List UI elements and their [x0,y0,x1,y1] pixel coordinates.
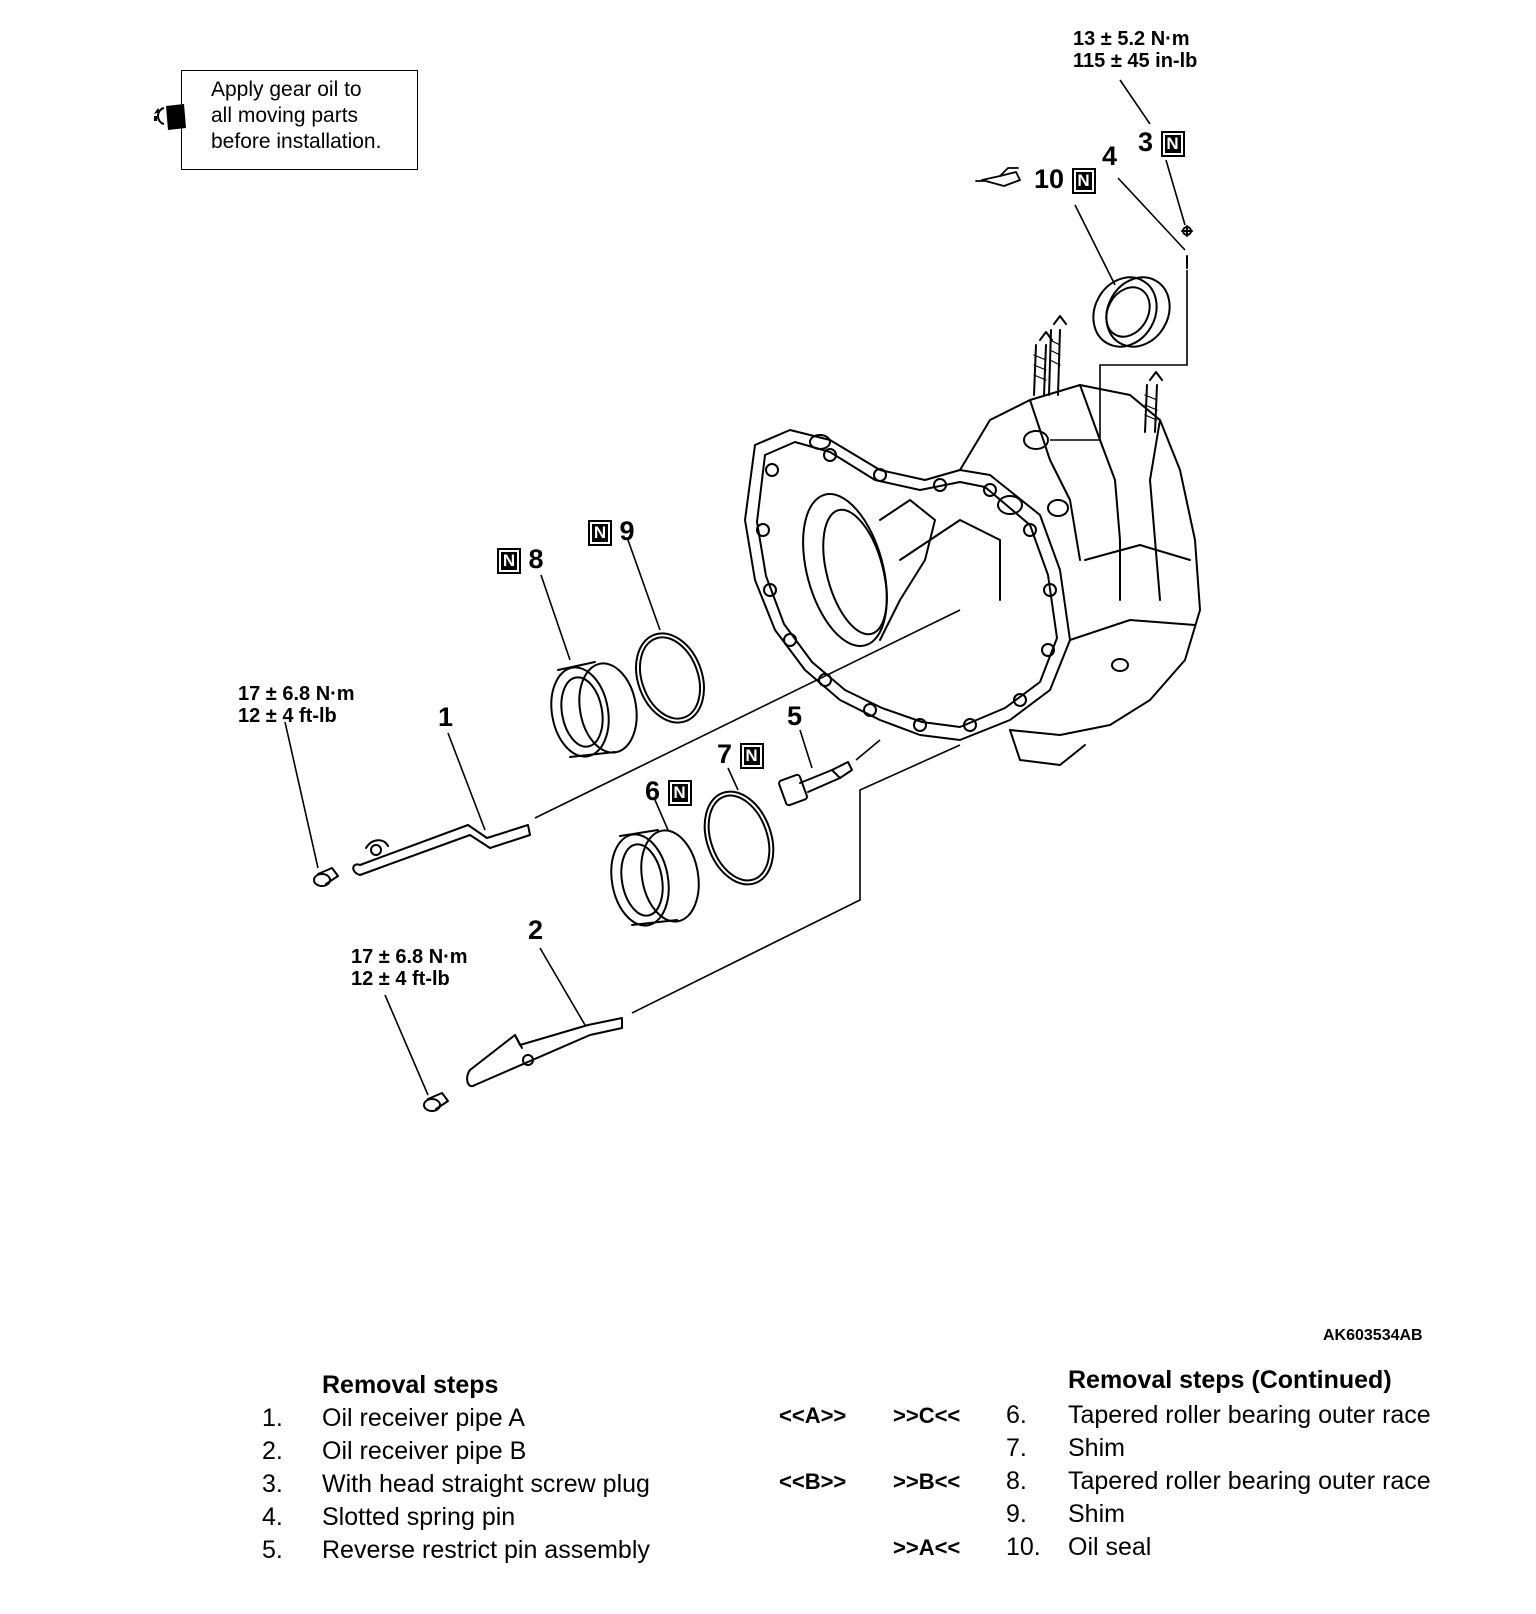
callout-5-number: 5 [787,701,803,731]
removal-steps-continued-title: Removal steps (Continued) [1068,1366,1392,1394]
new-part-icon: N [667,779,692,806]
step-number: 7. [1006,1434,1027,1462]
leader-9 [627,539,661,631]
note-line-1: Apply gear oil to [211,78,362,101]
torque-pipe-a-nm: 17 ± 6.8 N·m [238,683,355,705]
step-label: Slotted spring pin [322,1503,516,1531]
torque-pipe-b-imperial: 12 ± 4 ft-lb [351,968,450,990]
leader-3 [1165,159,1186,226]
torque-spec-pipe-a: 17 ± 6.8 N·m 12 ± 4 ft-lb [238,683,355,727]
removal-steps-title: Removal steps [322,1371,499,1399]
callout-10-number: 10 [1034,164,1065,194]
torque-top-nm: 13 ± 5.2 N·m [1073,28,1190,50]
step-number: 10. [1006,1533,1041,1561]
install-mark: >>C<< [893,1403,961,1428]
grease-icon-10 [975,167,1021,187]
leader-10 [1074,204,1116,286]
step-number: 8. [1006,1467,1027,1495]
leader-6 [654,799,669,831]
callout-1-number: 1 [438,702,454,732]
step-label: Oil seal [1068,1533,1152,1561]
new-part-icon: N [1160,130,1185,157]
step-label: Oil receiver pipe A [322,1404,525,1432]
new-part-icon: N [1071,167,1096,194]
callout-2: 2 [528,916,543,944]
step-label: Tapered roller bearing outer race [1068,1467,1431,1495]
step-label: Tapered roller bearing outer race [1068,1401,1431,1429]
leader-8 [540,574,571,661]
screw-plug-part [1181,225,1193,237]
new-part-icon: N [739,742,764,769]
shim-9-part [635,632,705,724]
step-number: 5. [262,1536,283,1564]
note-text: Apply gear oil to all moving parts befor… [211,77,381,155]
note-line-3: before installation. [211,130,382,153]
install-mark: >>A<< [893,1535,961,1560]
callout-7: 7 N [717,740,764,769]
leader-7 [727,767,739,791]
bearing-race-8-part [550,661,638,758]
callout-9-number: 9 [619,516,635,546]
oil-seal-part [1092,276,1171,348]
oil-receiver-pipe-a-part [352,824,531,876]
note-line-2: all moving parts [211,104,359,127]
bolt-pipe-a-part [313,867,339,887]
callout-10: 10 N [1034,165,1096,194]
callout-8: N 8 [497,545,544,574]
bolt-pipe-b-part [423,1092,449,1112]
step-number: 3. [262,1470,283,1498]
torque-spec-top: 13 ± 5.2 N·m 115 ± 45 in-lb [1073,28,1197,72]
step-label: Oil receiver pipe B [322,1437,527,1465]
leader-5-case [855,739,881,761]
torque-pipe-a-imperial: 12 ± 4 ft-lb [238,705,337,727]
callout-6-number: 6 [645,776,661,806]
torque-pipe-b-nm: 17 ± 6.8 N·m [351,946,468,968]
step-number: 1. [262,1404,283,1432]
new-part-icon: N [497,547,521,574]
leader-2 [539,947,586,1026]
leader-pipe-b-axis [631,744,961,1014]
callout-4: 4 [1102,142,1117,170]
leader-top-torque [1119,79,1151,125]
step-number: 9. [1006,1500,1027,1528]
leader-pipe-a-axis [534,609,961,819]
removal-mark: <<B>> [779,1469,847,1494]
callout-3: 3 N [1138,128,1185,157]
callout-9: N 9 [588,517,635,546]
torque-spec-pipe-b: 17 ± 6.8 N·m 12 ± 4 ft-lb [351,946,468,990]
install-mark: >>B<< [893,1469,961,1494]
leader-4 [1117,177,1186,251]
step-number: 4. [262,1503,283,1531]
callout-8-number: 8 [528,544,544,574]
step-label: Shim [1068,1434,1125,1462]
step-number: 2. [262,1437,283,1465]
callout-3-number: 3 [1138,127,1154,157]
shim-7-part [703,790,775,886]
step-label: Reverse restrict pin assembly [322,1536,650,1564]
callout-6: 6 N [645,777,692,806]
callout-5: 5 [787,702,802,730]
gear-oil-note: Apply gear oil to all moving parts befor… [181,70,418,170]
callout-7-number: 7 [717,739,733,769]
oil-receiver-pipe-b-part [466,1017,623,1088]
step-label: Shim [1068,1500,1125,1528]
step-label: With head straight screw plug [322,1470,650,1498]
callout-4-number: 4 [1102,141,1118,171]
removal-mark: <<A>> [779,1403,847,1428]
step-number: 6. [1006,1401,1027,1429]
leader-case-10 [1050,270,1188,441]
torque-top-imperial: 115 ± 45 in-lb [1073,50,1198,72]
leader-torque-b [384,994,429,1096]
callout-1: 1 [438,703,453,731]
reverse-restrict-pin-part [778,761,853,807]
new-part-icon: N [588,519,612,546]
leader-5 [799,729,813,769]
bearing-race-6-part [610,829,700,927]
transaxle-case [744,315,1201,766]
leader-torque-a [284,721,319,869]
leader-1 [447,732,486,831]
reference-code: AK603534AB [1323,1327,1423,1344]
callout-2-number: 2 [528,915,544,945]
